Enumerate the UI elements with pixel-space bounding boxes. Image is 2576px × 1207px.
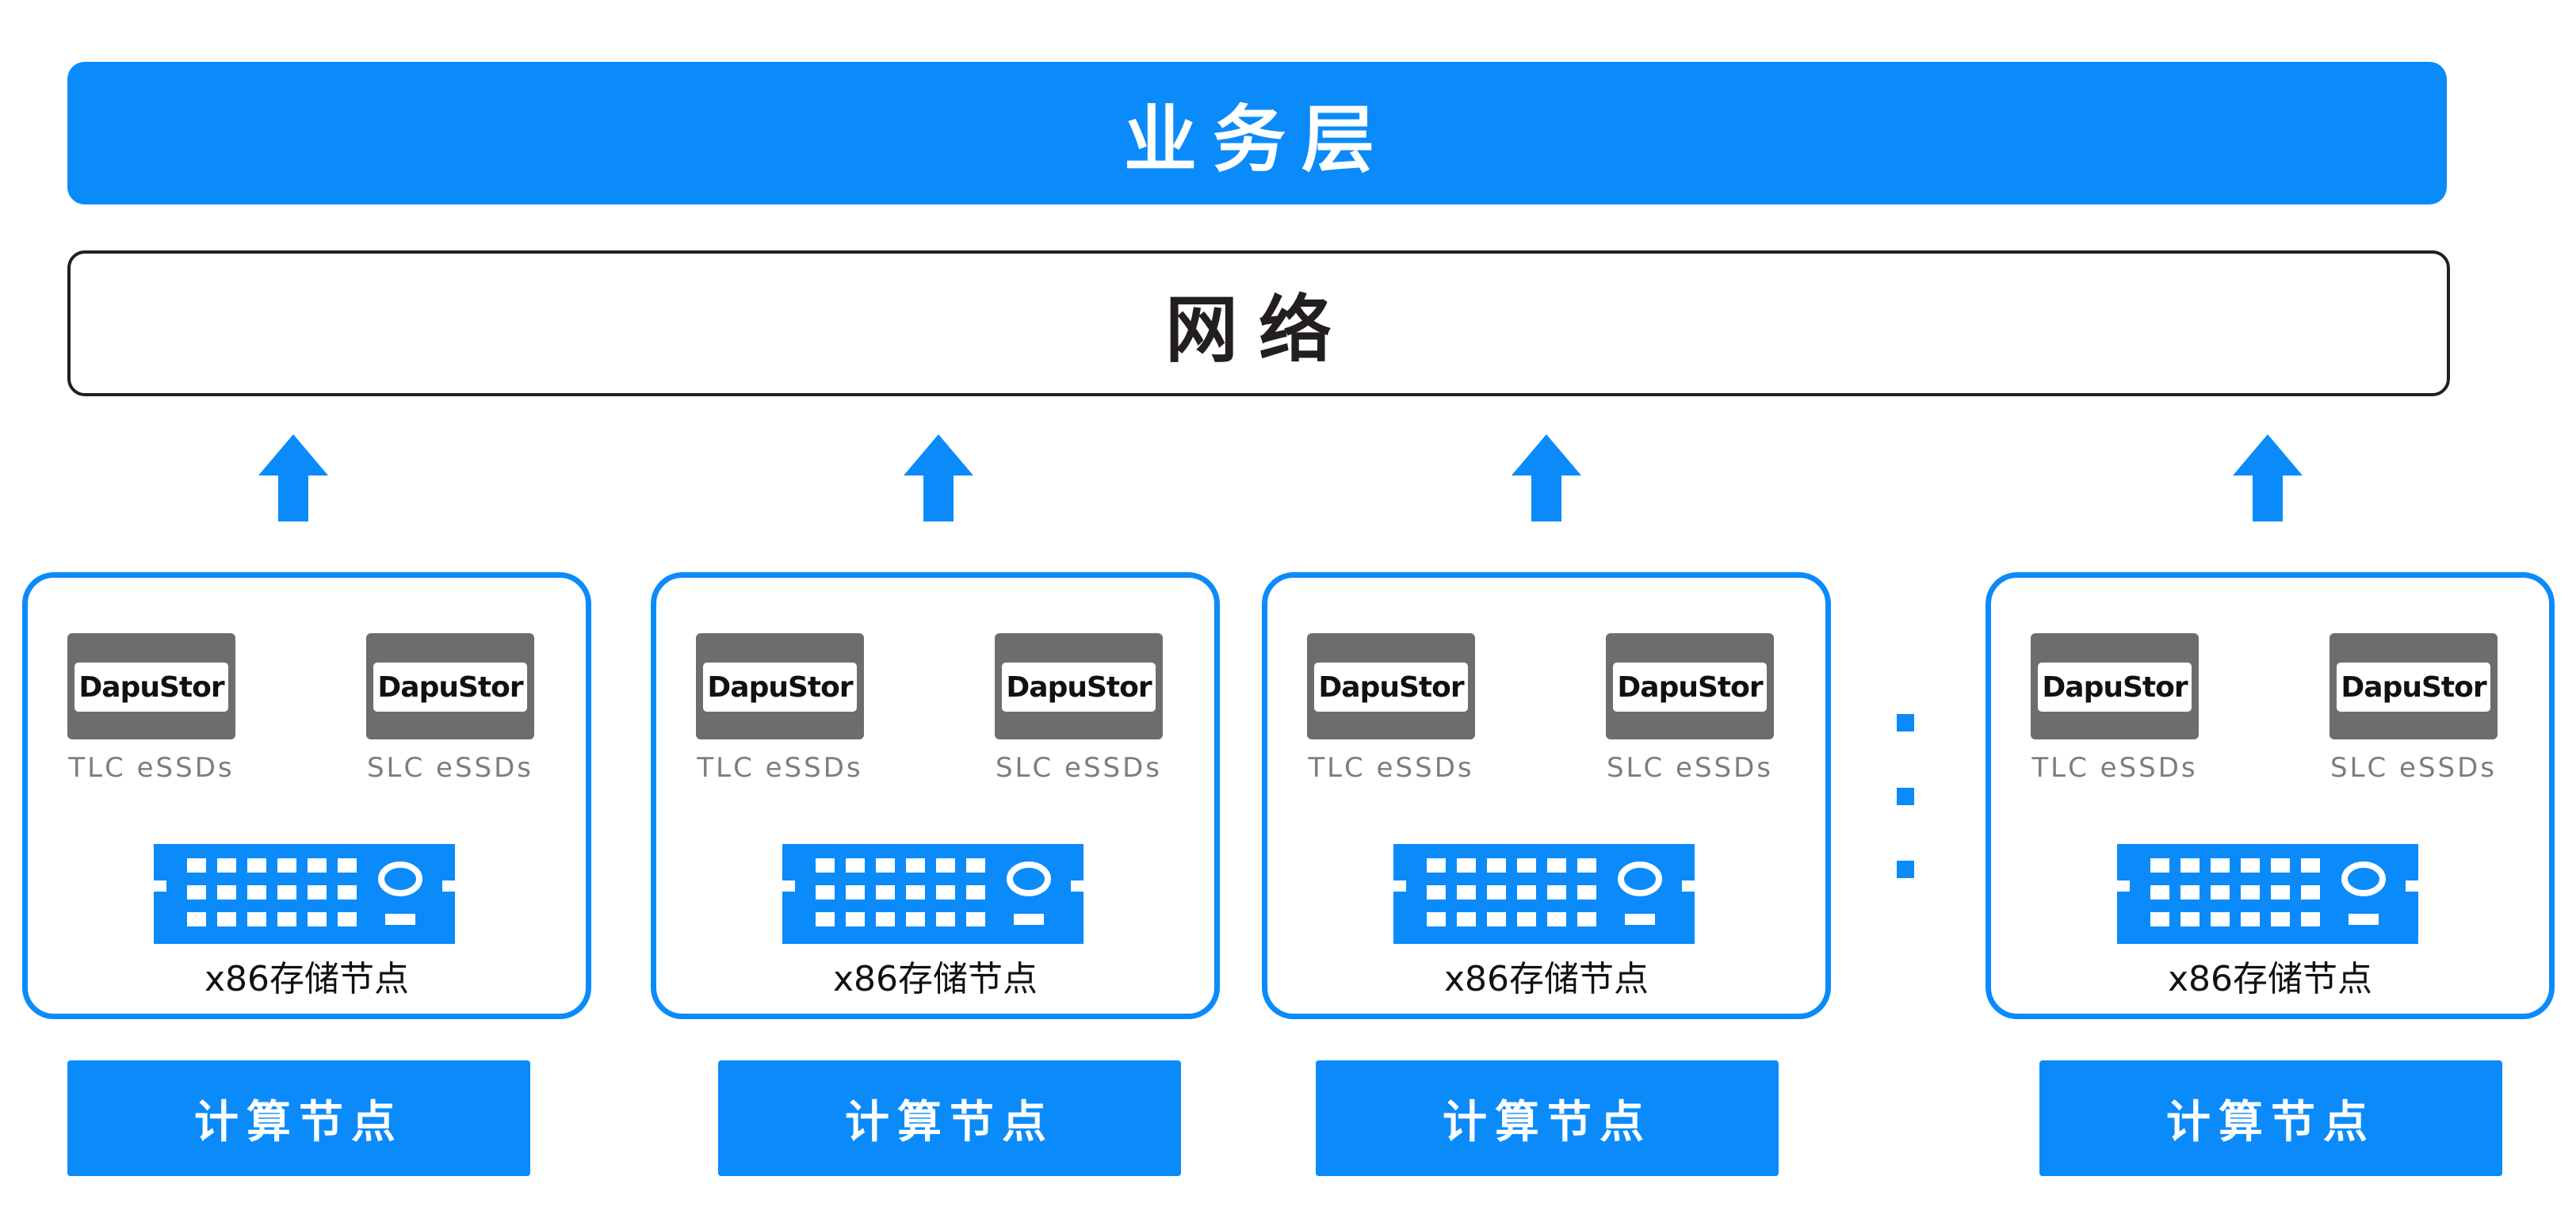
compute-node-label: 计算节点: [845, 1096, 1054, 1148]
ssd-icon: DapuStor: [2031, 633, 2199, 739]
ssd-brand-logo: DapuStor: [78, 670, 224, 704]
compute-node-label: 计算节点: [1443, 1096, 1652, 1148]
ssd-brand-logo: DapuStor: [1617, 670, 1763, 704]
ssd-icon: DapuStor: [366, 633, 534, 739]
ssd-icon: DapuStor: [1307, 633, 1475, 739]
slc-ssd-label: SLC eSSDs: [995, 752, 1163, 784]
storage-node-label: x86存储节点: [204, 959, 410, 999]
ssd-brand-logo: DapuStor: [377, 670, 523, 704]
tlc-ssd-label: TLC eSSDs: [68, 752, 235, 784]
slc-ssd-label: SLC eSSDs: [1606, 752, 1774, 784]
compute-node-box: 计算节点: [67, 1060, 530, 1176]
ssd-icon: DapuStor: [67, 633, 235, 739]
ellipsis-dots-icon: [1897, 788, 1914, 805]
tlc-ssd-label: TLC eSSDs: [697, 752, 863, 784]
ssd-brand-logo: DapuStor: [707, 670, 853, 704]
ellipsis-dots-icon: [1897, 861, 1914, 878]
ssd-icon: DapuStor: [995, 633, 1163, 739]
server-icon: [1393, 844, 1695, 947]
compute-node-box: 计算节点: [1316, 1060, 1779, 1176]
ssd-brand-logo: DapuStor: [2341, 670, 2486, 704]
network-layer-label: 网络: [1164, 287, 1352, 372]
service-layer-bar: 业务层: [67, 62, 2447, 204]
slc-ssd-label: SLC eSSDs: [2329, 752, 2498, 784]
server-icon: [2117, 844, 2418, 947]
compute-node-box: 计算节点: [718, 1060, 1181, 1176]
ssd-icon: DapuStor: [696, 633, 864, 739]
server-icon: [782, 844, 1084, 947]
server-icon: [154, 844, 455, 947]
up-arrow-icon: [1512, 434, 1581, 521]
tlc-ssd-label: TLC eSSDs: [2031, 752, 2198, 784]
storage-node-label: x86存储节点: [2167, 959, 2373, 999]
compute-node-label: 计算节点: [2166, 1096, 2375, 1148]
service-layer-label: 业务层: [1123, 97, 1390, 182]
storage-node: DapuStor DapuStor TLC eSSDs SLC eSSDs x8…: [1262, 572, 1831, 1019]
ssd-brand-logo: DapuStor: [1006, 670, 1152, 704]
compute-node-box: 计算节点: [2039, 1060, 2502, 1176]
compute-node-label: 计算节点: [194, 1096, 403, 1148]
up-arrow-icon: [2233, 434, 2303, 521]
ellipsis-dots-icon: [1897, 714, 1914, 731]
storage-node-label: x86存储节点: [1443, 959, 1649, 999]
up-arrow-icon: [258, 434, 328, 521]
ssd-icon: DapuStor: [2329, 633, 2498, 739]
slc-ssd-label: SLC eSSDs: [366, 752, 534, 784]
storage-node: DapuStor DapuStor TLC eSSDs SLC eSSDs x8…: [22, 572, 591, 1019]
network-layer-bar: 网络: [67, 250, 2450, 396]
tlc-ssd-label: TLC eSSDs: [1308, 752, 1474, 784]
storage-node: DapuStor DapuStor TLC eSSDs SLC eSSDs x8…: [651, 572, 1220, 1019]
ssd-brand-logo: DapuStor: [2042, 670, 2188, 704]
storage-node: DapuStor DapuStor TLC eSSDs SLC eSSDs x8…: [1986, 572, 2555, 1019]
up-arrow-icon: [904, 434, 973, 521]
ssd-icon: DapuStor: [1606, 633, 1774, 739]
storage-node-label: x86存储节点: [832, 959, 1038, 999]
ssd-brand-logo: DapuStor: [1318, 670, 1464, 704]
